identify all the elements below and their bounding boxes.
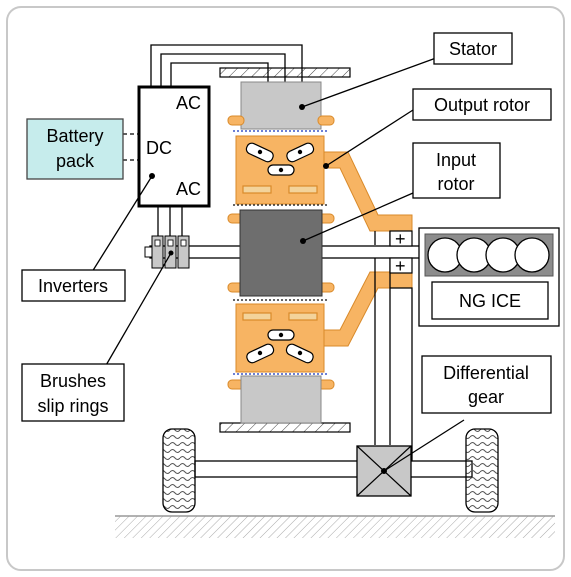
engine-cylinders (427, 237, 550, 273)
leader-dots (299, 104, 387, 474)
stator-top (240, 81, 322, 130)
stator-label: Stator (449, 39, 497, 59)
differential-label-line1: Differential (443, 363, 529, 383)
battery-pack (26, 118, 124, 180)
rear-axle-right (409, 460, 473, 478)
input-rotor (239, 209, 323, 297)
ground-hatch (115, 516, 555, 538)
dc-links (123, 133, 139, 161)
output-rotor-label: Output rotor (434, 95, 530, 115)
output-shaft-frame (374, 231, 413, 462)
wheel-left (162, 428, 196, 513)
output-rotor-callout-box (412, 88, 552, 121)
plus-upper: + (395, 229, 406, 249)
inverter-box (137, 85, 211, 208)
stator-callout-box (433, 32, 513, 65)
wheel-right (465, 428, 499, 513)
coupling-upper (389, 230, 413, 247)
plus-lower: + (395, 256, 406, 276)
ac-bottom-label: AC (176, 179, 201, 199)
ac-wires (150, 44, 303, 90)
slip-ring-wires (157, 206, 183, 237)
inverters-label: Inverters (38, 276, 108, 296)
brushes-callout-box (21, 363, 125, 422)
differential-callout-box (421, 355, 552, 414)
ac-top-label: AC (176, 93, 201, 113)
dc-label: DC (146, 138, 172, 158)
stator-bottom (240, 375, 322, 424)
battery-label-line1: Battery (46, 126, 103, 146)
brushes-slip-rings (144, 235, 190, 269)
stator-mount-bottom (219, 422, 351, 433)
input-rotor-label-line2: rotor (437, 174, 474, 194)
rear-axle-left (194, 460, 361, 478)
leader-lines (91, 57, 465, 472)
inverters-callout-box (21, 269, 126, 302)
ng-ice-label-box (431, 281, 549, 320)
differential-label-line2: gear (468, 387, 504, 407)
battery-label-line2: pack (56, 151, 95, 171)
ng-ice-label: NG ICE (459, 291, 521, 311)
brushes-label-line1: Brushes (40, 371, 106, 391)
input-rotor-callout-box (412, 142, 501, 199)
rotor-magnet-dots-lower (257, 332, 303, 356)
input-rotor-label-line1: Input (436, 150, 476, 170)
brushes-label-line2: slip rings (37, 396, 108, 416)
rotor-magnet-dots-upper (257, 149, 303, 173)
coupling-lower (389, 257, 413, 274)
